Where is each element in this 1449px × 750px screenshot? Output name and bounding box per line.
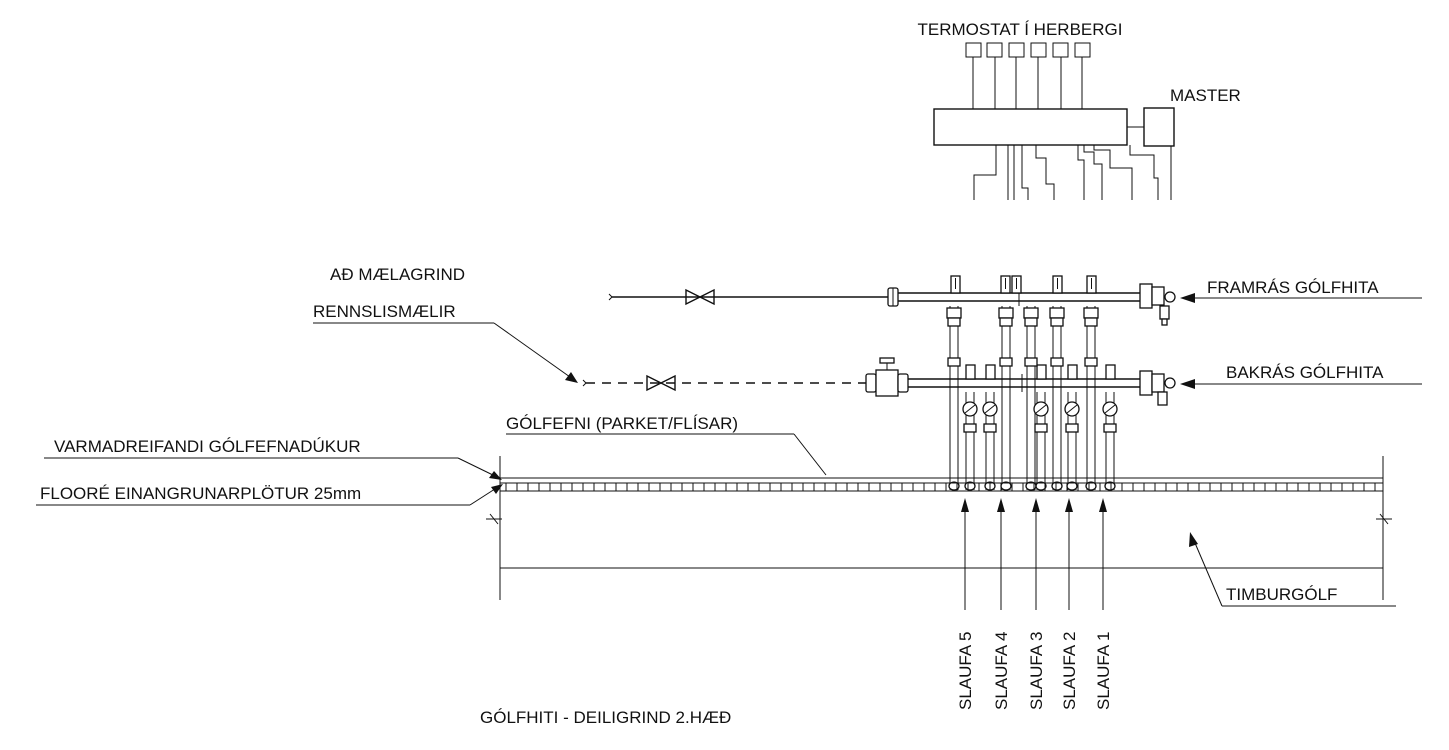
supply-loop-pipe [946, 306, 962, 491]
loop-label: SLAUFA 2 [1060, 632, 1079, 710]
loop-arrow-head [997, 498, 1005, 512]
return-loop-pipe [962, 392, 978, 491]
return-shutoff-valve [646, 374, 676, 392]
heat-membrane-label: VARMADREIFANDI GÓLFEFNADÚKUR [54, 437, 361, 456]
return-loop-pipe [982, 392, 998, 491]
master-label: MASTER [1170, 86, 1241, 105]
supply-shutoff-valve [685, 288, 715, 306]
thermostat-box [1030, 42, 1047, 58]
insulation-label: FLOORÉ EINANGRUNARPLÖTUR 25mm [40, 484, 361, 503]
thermostat-box [965, 42, 982, 58]
drawing-title: GÓLFHITI - DEILIGRIND 2.HÆÐ [480, 708, 731, 727]
supply-loop-pipe [998, 306, 1014, 491]
supply-pipe [608, 287, 899, 307]
controller-unit [933, 108, 1128, 146]
loop-arrow-head [1099, 498, 1107, 512]
loop-arrow-head [1032, 498, 1040, 512]
loop-labels: SLAUFA 5 SLAUFA 4 SLAUFA 3 SLAUFA 2 SLAUFA 1 [956, 498, 1113, 710]
master-unit [1143, 107, 1175, 147]
thermostat-wires [972, 57, 1083, 109]
timber-floor-label: TIMBURGÓLF [1226, 585, 1337, 604]
return-label: BAKRÁS GÓLFHITA [1226, 363, 1384, 382]
loop-label: SLAUFA 1 [1094, 632, 1113, 710]
return-pipe [582, 357, 909, 397]
floor-material-label: GÓLFEFNI (PARKET/FLÍSAR) [506, 414, 738, 433]
supply-loop-pipe [1049, 306, 1065, 491]
loop-label: SLAUFA 4 [992, 632, 1011, 710]
thermostat-box [1052, 42, 1069, 58]
return-loop-pipe [1064, 392, 1080, 491]
thermostat-box [986, 42, 1003, 58]
supply-label: FRAMRÁS GÓLFHITA [1207, 278, 1379, 297]
loop-label: SLAUFA 5 [956, 632, 975, 710]
thermostat-box [1074, 42, 1091, 58]
to-manifold-label: AÐ MÆLAGRIND [330, 265, 465, 284]
insulation-hatch [505, 483, 1376, 491]
return-loop-pipe [1033, 392, 1049, 491]
loop-pipes [946, 306, 1118, 491]
loop-arrow-head [1065, 498, 1073, 512]
supply-loop-pipe [1023, 306, 1039, 491]
thermostat-label: TERMOSTAT Í HERBERGI [918, 20, 1123, 39]
flow-meter-label: RENNSLISMÆLIR [313, 302, 456, 321]
thermostat-boxes [965, 42, 1091, 58]
return-manifold-bar [908, 364, 1176, 406]
supply-manifold-bar [898, 275, 1176, 326]
loop-label: SLAUFA 3 [1027, 632, 1046, 710]
return-loop-pipe [1102, 392, 1118, 491]
floor-buildup [486, 456, 1392, 600]
loop-arrow-head [961, 498, 969, 512]
actuator-wires [973, 145, 1172, 200]
thermostat-box [1008, 42, 1025, 58]
supply-loop-pipe [1083, 306, 1099, 491]
